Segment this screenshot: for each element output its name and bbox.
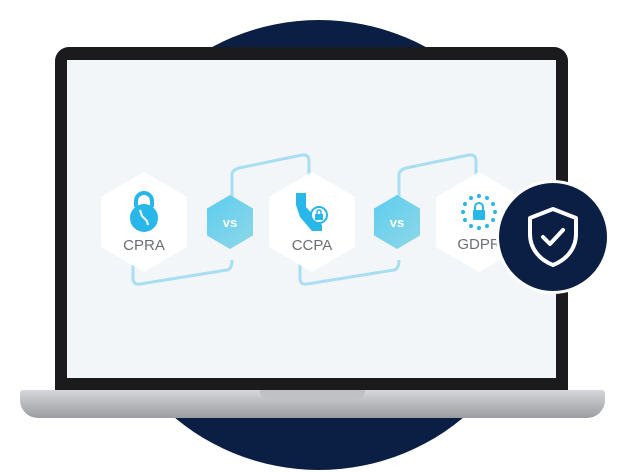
eu-stars-lock-icon	[461, 193, 497, 230]
laptop-screen: CPRA vs CCPA vs GDPR	[67, 60, 556, 378]
california-lock-icon	[296, 192, 328, 231]
laptop-lip	[260, 390, 365, 399]
vs-label: vs	[389, 214, 405, 230]
shield-badge	[496, 180, 610, 294]
connector-lines	[131, 153, 478, 286]
camera-notch	[283, 47, 341, 59]
vs-label: vs	[222, 214, 238, 230]
ccpa-label: CCPA	[291, 236, 333, 254]
cpra-hexagon: CPRA	[101, 172, 187, 272]
shield-check-icon	[528, 207, 578, 267]
gdpr-label: GDPR	[457, 235, 501, 253]
cpra-label: CPRA	[123, 236, 165, 254]
ccpa-hexagon: CCPA	[269, 172, 355, 272]
vs-hexagon: vs	[207, 195, 253, 249]
padlock-california-icon	[130, 190, 158, 232]
